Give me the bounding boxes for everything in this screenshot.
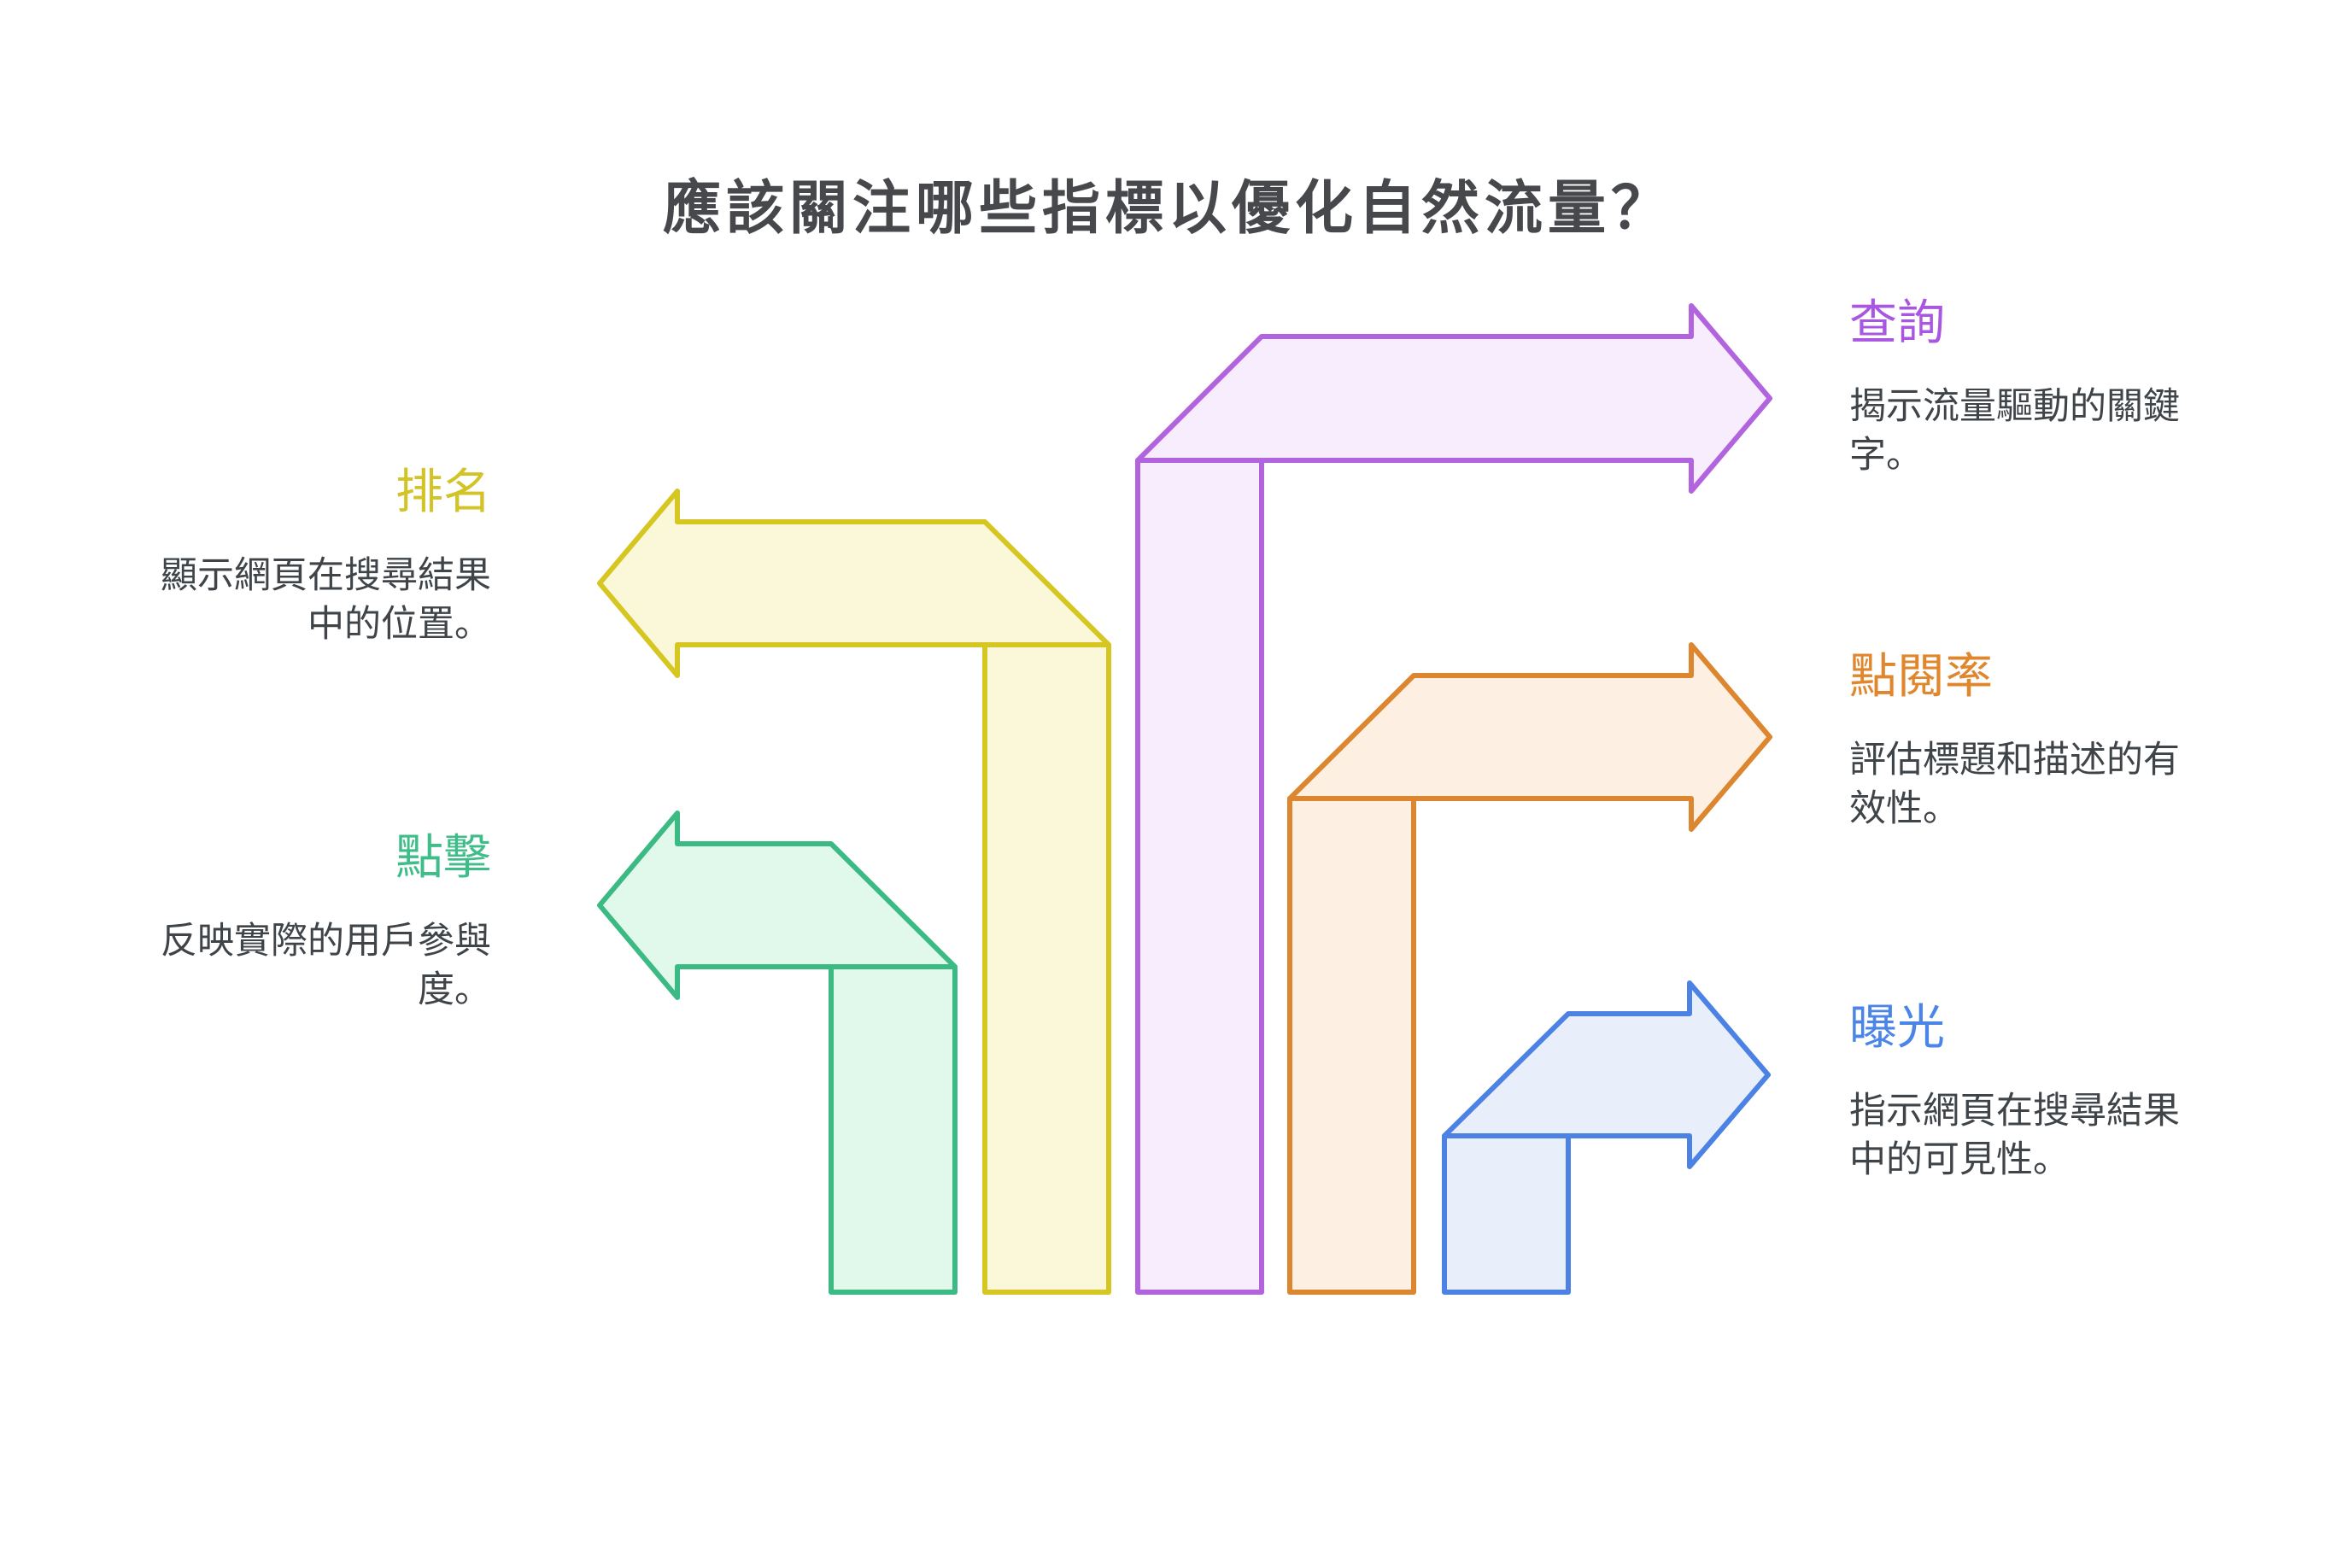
metric-block-ranking: 排名 顯示網頁在搜尋結果中的位置。	[132, 465, 491, 649]
metric-label-ranking: 排名	[395, 465, 491, 518]
metric-block-clicks: 點擊 反映實際的用戶參與度。	[132, 830, 491, 1015]
arrow-body-ctr	[1287, 642, 1772, 832]
arrow-stem-clicks	[829, 964, 958, 1295]
arrow-body-ranking	[597, 489, 1111, 678]
arrow-body-query	[1135, 303, 1772, 494]
metric-label-clicks: 點擊	[395, 830, 491, 884]
page-title: 應該關注哪些指標以優化自然流量？	[662, 175, 1674, 241]
arrow-body-impressions	[1442, 980, 1771, 1169]
arrow-impressions	[1442, 980, 1771, 1295]
metric-description-impressions: 指示網頁在搜尋結果中的可見性。	[1849, 1091, 2180, 1180]
arrow-clicks	[597, 810, 958, 1295]
metric-description-clicks: 反映實際的用戶參與度。	[161, 921, 491, 1010]
arrow-body-clicks	[597, 810, 958, 1000]
metric-description-ranking: 顯示網頁在搜尋結果中的位置。	[161, 555, 491, 645]
metric-label-query: 查詢	[1849, 295, 1945, 349]
arrow-stem-impressions	[1442, 1133, 1571, 1295]
arrow-query	[1135, 303, 1772, 1295]
metric-label-ctr: 點閱率	[1849, 649, 1993, 703]
metric-label-impressions: 曝光	[1849, 1000, 1945, 1054]
arrow-stem-ranking	[982, 642, 1111, 1295]
metric-description-query: 揭示流量驅動的關鍵字。	[1849, 386, 2180, 476]
arrow-stem-ctr	[1287, 796, 1416, 1295]
metric-description-ctr: 評估標題和描述的有效性。	[1849, 740, 2180, 829]
metric-block-impressions: 曝光 指示網頁在搜尋結果中的可見性。	[1849, 1000, 2208, 1185]
arrow-ranking	[597, 489, 1111, 1295]
arrow-stem-query	[1135, 458, 1264, 1295]
metric-block-ctr: 點閱率 評估標題和描述的有效性。	[1849, 649, 2208, 834]
metric-block-query: 查詢 揭示流量驅動的關鍵字。	[1849, 295, 2208, 480]
arrow-ctr	[1287, 642, 1772, 1295]
